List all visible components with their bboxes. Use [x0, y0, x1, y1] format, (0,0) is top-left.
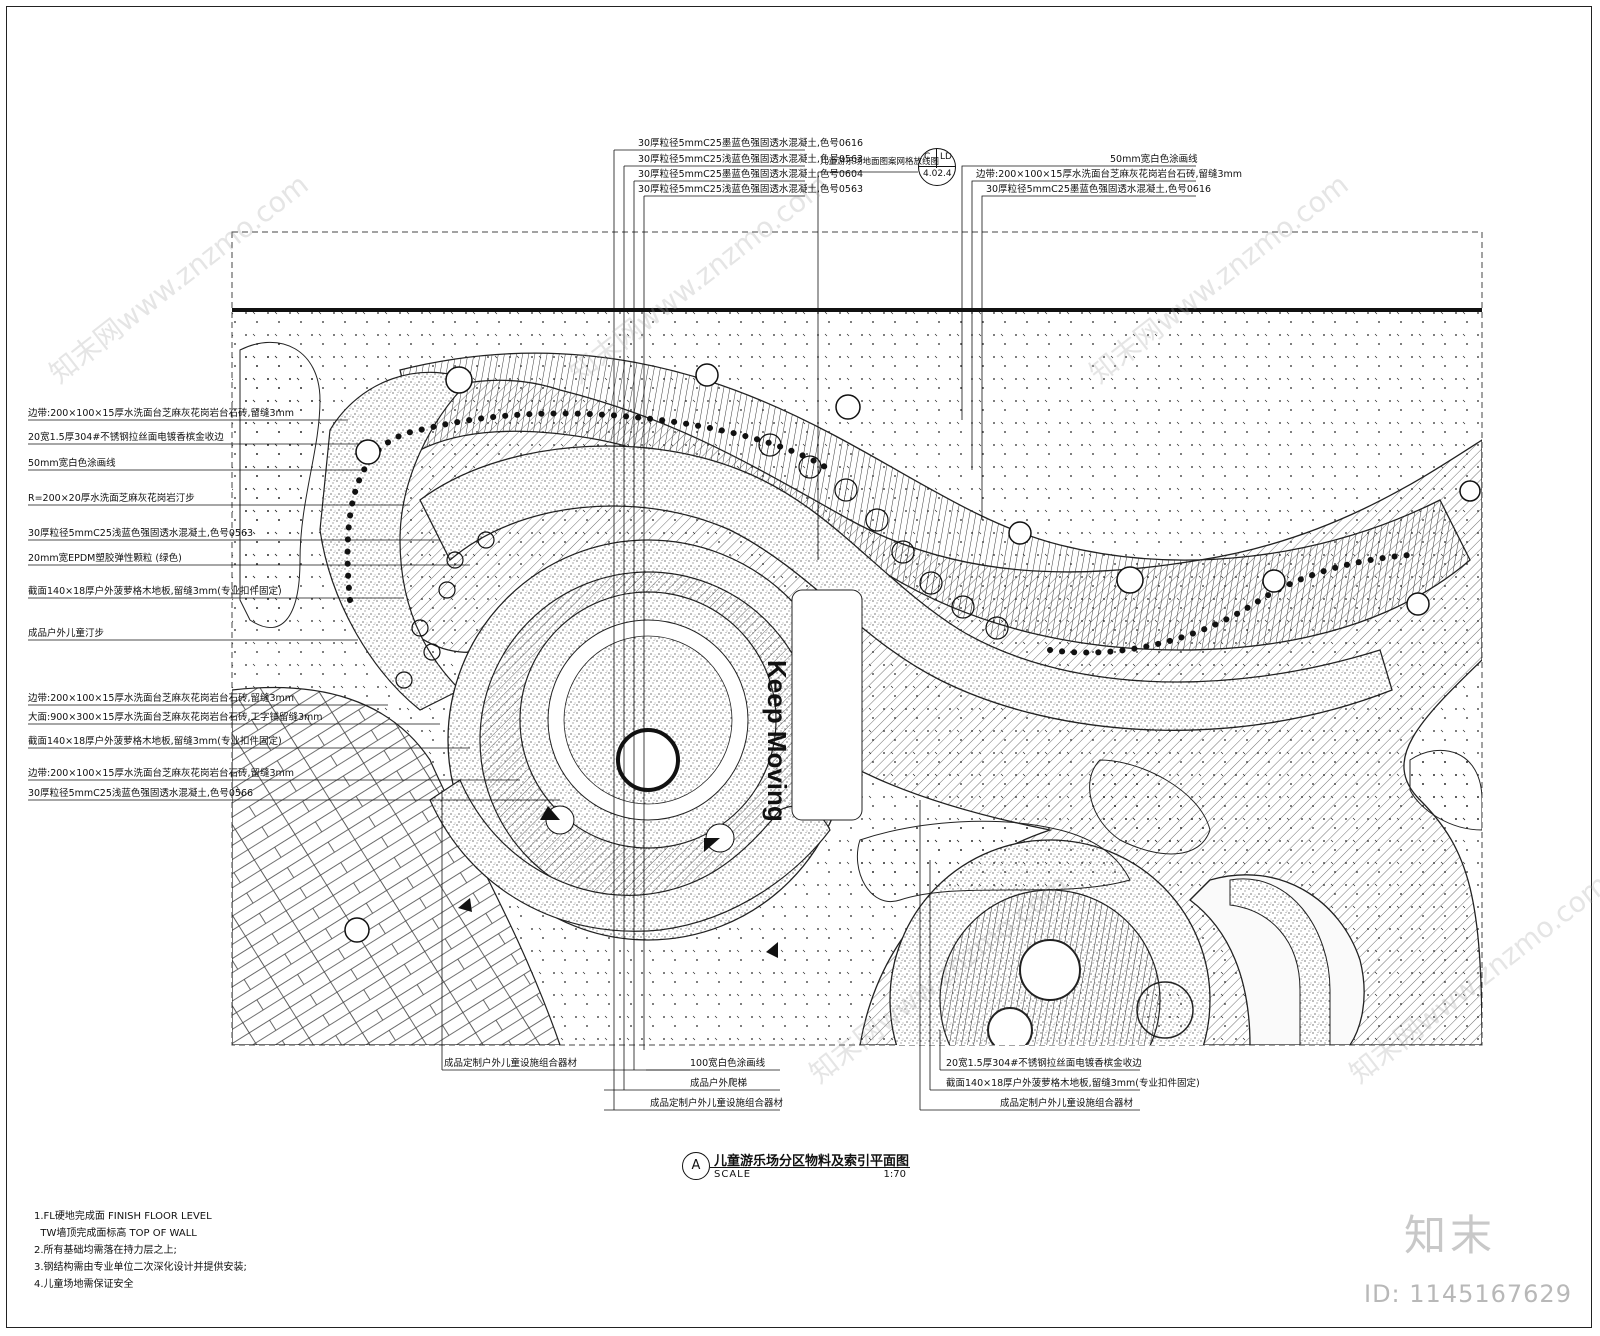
play-equipment-round [1136, 981, 1194, 1039]
top-wall-band [232, 308, 1482, 312]
keep-moving-text: Keep Moving [762, 660, 792, 822]
note-line: 4.儿童场地需保证安全 [34, 1279, 134, 1290]
left-material-label: 20mm宽EPDM塑胶弹性颗粒 (绿色) [28, 553, 182, 564]
stepper-dot-line [1047, 552, 1413, 656]
left-material-label: 30厚粒径5mmC25浅蓝色强固透水混凝土,色号0563 [28, 528, 254, 539]
bottom-material-label: 成品户外爬梯 [690, 1078, 748, 1089]
left-material-label: 30厚粒径5mmC25浅蓝色强固透水混凝土,色号0566 [28, 788, 254, 799]
left-material-label: 50mm宽白色涂画线 [28, 458, 116, 469]
keep-moving-sign [791, 589, 863, 821]
bottom-material-label: 成品定制户外儿童设施组合器材 [650, 1098, 784, 1109]
drawing-title: 儿童游乐场分区物料及索引平面图 [714, 1154, 910, 1169]
title-index-circle: A [682, 1152, 710, 1180]
grid-drawing-label: 儿童游乐场地面图案网格放线图 [820, 157, 940, 167]
curved-walkway [419, 445, 1393, 731]
lawn-patch [1089, 759, 1211, 855]
top-right-material-label: 30厚粒径5mmC25墨蓝色强固透水混凝土,色号0616 [986, 184, 1212, 195]
section-markers [458, 805, 778, 958]
left-material-label: 边带:200×100×15厚水洗面台芝麻灰花岗岩台石砖,留缝3mm [28, 693, 295, 704]
lawn-patch [856, 820, 1131, 903]
watermark-id: ID: 1145167629 [1364, 1280, 1572, 1308]
site-boundary [231, 231, 1483, 1046]
leader-lines [28, 149, 1196, 1111]
scale-value: 1:70 [883, 1169, 906, 1180]
top-material-label: 30厚粒径5mmC25浅蓝色强固透水混凝土,色号0563 [638, 154, 864, 165]
left-material-label: 边带:200×100×15厚水洗面台芝麻灰花岗岩台石砖,留缝3mm [28, 768, 295, 779]
scale-label: SCALE [714, 1169, 752, 1180]
stepping-stones [344, 363, 1481, 943]
note-line: 3.钢结构需由专业单位二次深化设计并提供安装; [34, 1262, 247, 1273]
stepper-circles [395, 531, 495, 689]
bottom-material-label: 100宽白色涂画线 [690, 1058, 766, 1069]
left-material-label: 截面140×18厚户外菠萝格木地板,留缝3mm(专业扣件固定) [28, 736, 282, 747]
left-material-label: R=200×20厚水洗面芝麻灰花岗岩汀步 [28, 493, 195, 504]
top-material-label: 30厚粒径5mmC25墨蓝色强固透水混凝土,色号0604 [638, 169, 864, 180]
brick-paving-area [232, 687, 561, 1045]
lawn-patch [239, 341, 321, 628]
top-right-material-label: 边带:200×100×15厚水洗面台芝麻灰花岗岩台石砖,留缝3mm [976, 169, 1243, 180]
left-material-label: 20宽1.5厚304#不锈钢拉丝面电镀香槟金收边 [28, 432, 224, 443]
note-line: 1.FL硬地完成面 FINISH FLOOR LEVEL [34, 1211, 212, 1222]
bottom-right-material-label: 成品定制户外儿童设施组合器材 [1000, 1098, 1134, 1109]
play-edge-strip [1229, 878, 1331, 1045]
play-equipment-round [1019, 939, 1081, 1001]
textured-stepping-stones [758, 433, 1009, 640]
drawing-frame [6, 6, 1592, 1328]
bottom-material-label: 成品定制户外儿童设施组合器材 [444, 1058, 578, 1069]
note-line: 2.所有基础均需落在持力层之上; [34, 1245, 177, 1256]
stepper-dot-line [344, 410, 833, 603]
central-pipe-ring [616, 728, 680, 792]
lawn-patch [1409, 749, 1482, 831]
bottom-right-material-label: 20宽1.5厚304#不锈钢拉丝面电镀香槟金收边 [946, 1058, 1142, 1069]
top-right-material-label: 50mm宽白色涂画线 [1110, 154, 1198, 165]
left-material-label: 大面:900×300×15厚水洗面台芝麻灰花岗岩台石砖,工字铺留缝3mm [28, 712, 323, 723]
title-underline [710, 1167, 910, 1168]
left-material-label: 截面140×18厚户外菠萝格木地板,留缝3mm(专业扣件固定) [28, 586, 282, 597]
top-material-label: 30厚粒径5mmC25浅蓝色强固透水混凝土,色号0563 [638, 184, 864, 195]
drawing-title-block: A 儿童游乐场分区物料及索引平面图 SCALE 1:70 [680, 1150, 910, 1184]
top-material-label: 30厚粒径5mmC25墨蓝色强固透水混凝土,色号0616 [638, 138, 864, 149]
note-line: TW墙顶完成面标高 TOP OF WALL [34, 1228, 197, 1239]
index-callout: C LD 4.02.4 [918, 148, 956, 186]
play-equipment-round [987, 1007, 1033, 1045]
left-material-label: 成品户外儿童汀步 [28, 628, 105, 639]
left-material-label: 边带:200×100×15厚水洗面台芝麻灰花岗岩台石砖,留缝3mm [28, 408, 295, 419]
bottom-right-material-label: 截面140×18厚户外菠萝格木地板,留缝3mm(专业扣件固定) [946, 1078, 1200, 1089]
watermark-logo: 知末 [1404, 1211, 1497, 1260]
general-notes: 1.FL硬地完成面 FINISH FLOOR LEVEL TW墙顶完成面标高 T… [34, 1208, 247, 1293]
central-core [563, 635, 733, 805]
